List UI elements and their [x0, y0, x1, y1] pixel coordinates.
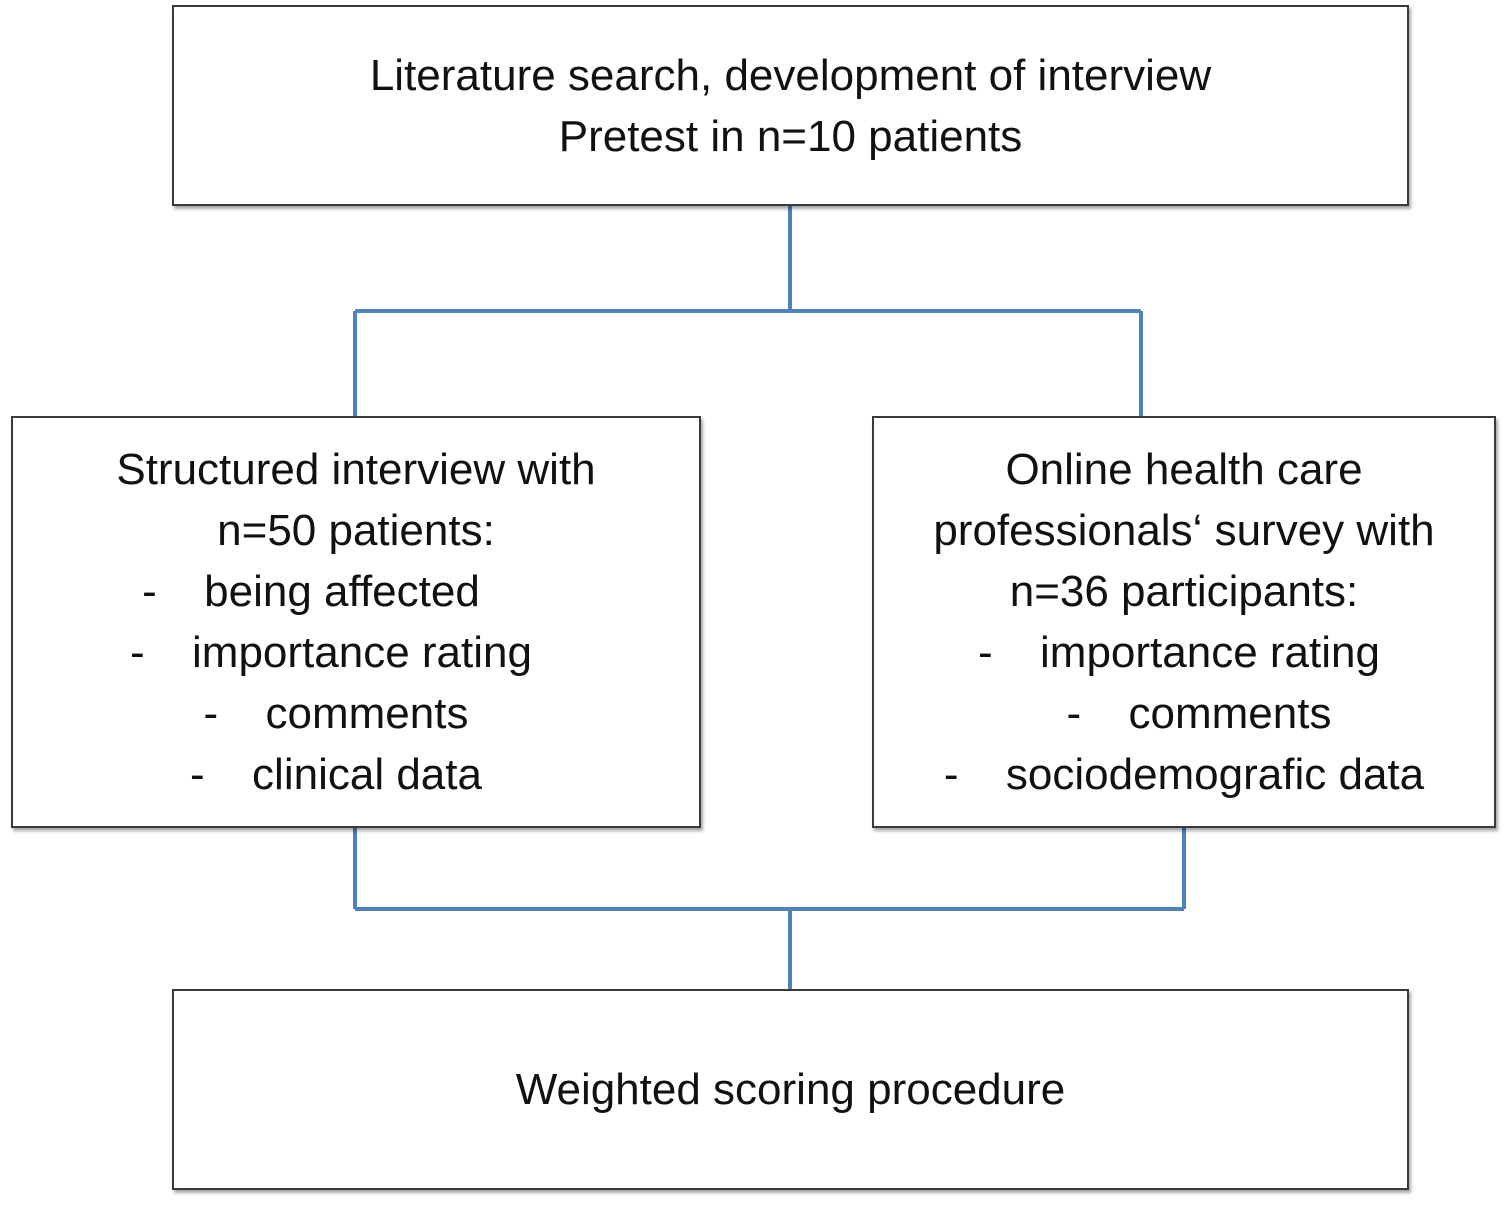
bullet-text: comments — [265, 689, 469, 738]
box-right-line-2: professionals‘ survey with — [933, 506, 1435, 555]
bullet-item: -being affected — [142, 561, 480, 622]
box-right-line-1: Online health care — [1005, 445, 1363, 494]
bullet-dash: - — [203, 689, 219, 738]
literature-search-box: Literature search, development of interv… — [172, 5, 1409, 206]
bullet-item: -clinical data — [190, 744, 482, 805]
bullet-dash: - — [1066, 689, 1082, 738]
bullet-text: comments — [1128, 689, 1332, 738]
bullet-text: importance rating — [192, 628, 532, 677]
box-left-line-1: Structured interview with — [116, 445, 596, 494]
bullet-item: -comments — [1067, 683, 1332, 744]
bullet-text: clinical data — [252, 750, 482, 799]
bullet-dash: - — [142, 567, 157, 616]
box-top-line-1: Literature search, development of interv… — [369, 50, 1212, 100]
bullet-dash: - — [943, 750, 959, 799]
bullet-item: -sociodemografic data — [944, 744, 1424, 805]
bullet-text: being affected — [204, 567, 480, 616]
box-bottom-line-1: Weighted scoring procedure — [515, 1065, 1066, 1114]
box-top-line-2: Pretest in n=10 patients — [558, 111, 1023, 161]
structured-interview-box: Structured interview with n=50 patients:… — [11, 416, 701, 828]
online-survey-box: Online health care professionals‘ survey… — [872, 416, 1496, 828]
bullet-dash: - — [130, 628, 145, 677]
box-right-line-3: n=36 participants: — [1009, 567, 1359, 616]
bullet-dash: - — [978, 628, 993, 677]
bullet-dash: - — [190, 750, 205, 799]
weighted-scoring-box: Weighted scoring procedure — [172, 989, 1409, 1190]
bullet-text: importance rating — [1040, 628, 1380, 677]
bullet-item: -comments — [204, 683, 469, 744]
bullet-text: sociodemografic data — [1005, 750, 1425, 799]
bullet-item: -importance rating — [978, 622, 1380, 683]
bullet-item: -importance rating — [130, 622, 532, 683]
box-left-line-2: n=50 patients: — [217, 506, 495, 555]
